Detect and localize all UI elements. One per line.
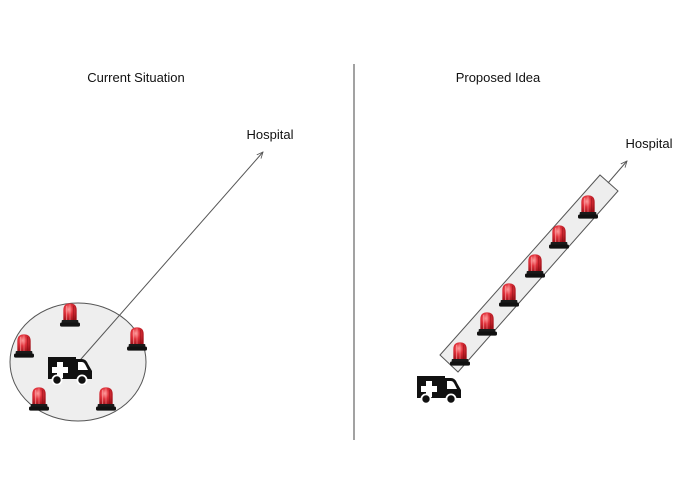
route-arrow-current xyxy=(73,152,263,368)
route-arrow-proposed xyxy=(607,161,627,184)
hospital-label-proposed: Hospital xyxy=(626,136,673,151)
hospital-label-current: Hospital xyxy=(247,127,294,142)
left-panel-title: Current Situation xyxy=(87,70,185,85)
right-panel: Proposed Idea Hospital xyxy=(416,70,673,404)
right-panel-title: Proposed Idea xyxy=(456,70,541,85)
left-panel: Current Situation Hospital xyxy=(9,70,294,422)
ambulance-icon xyxy=(416,375,462,404)
